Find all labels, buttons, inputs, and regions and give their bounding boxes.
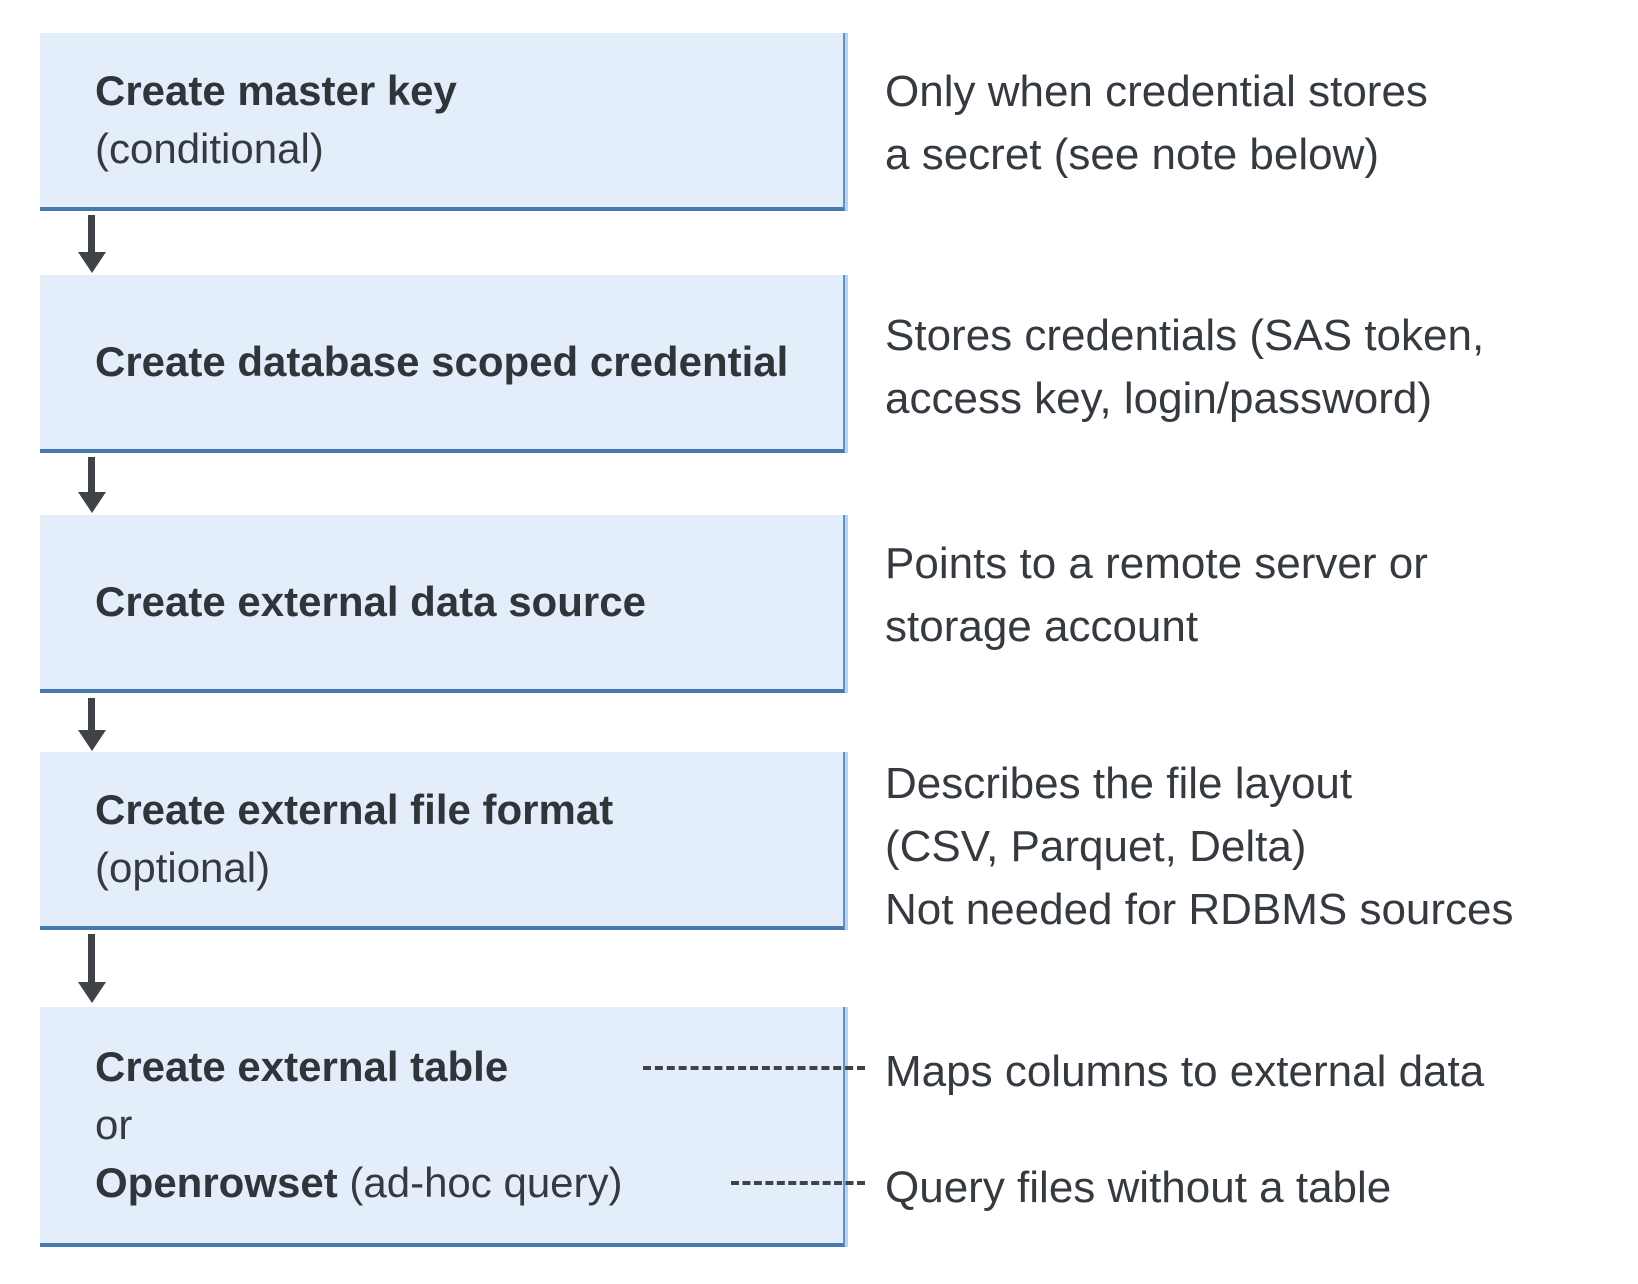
- note-create-master-key: Only when credential stores a secret (se…: [885, 60, 1605, 186]
- step-line-openrowset: Openrowset (ad-hoc query): [95, 1154, 813, 1212]
- step-line-or: or: [95, 1101, 133, 1148]
- step-line-create-external-table: Create external table: [95, 1038, 813, 1096]
- step-subtitle: (optional): [95, 844, 271, 891]
- flow-arrow-shaft: [88, 698, 95, 730]
- note-line: Stores credentials (SAS token,: [885, 311, 1485, 360]
- note-line: access key, login/password): [885, 374, 1432, 423]
- dashed-connector-openrowset: [731, 1181, 865, 1185]
- flow-arrow-down-icon: [78, 252, 106, 273]
- note-line: Describes the file layout: [885, 759, 1353, 808]
- flow-arrow-down-icon: [78, 730, 106, 751]
- step-title: Openrowset: [95, 1159, 338, 1206]
- note-line: (CSV, Parquet, Delta): [885, 822, 1307, 871]
- note-openrowset: Query files without a table: [885, 1156, 1605, 1219]
- step-title: Create external table: [95, 1043, 509, 1090]
- step-subtitle: (ad-hoc query): [337, 1159, 623, 1206]
- note-line: Only when credential stores: [885, 67, 1428, 116]
- flow-arrow-down-icon: [78, 982, 106, 1003]
- note-create-database-scoped-credential: Stores credentials (SAS token, access ke…: [885, 304, 1605, 430]
- note-create-external-data-source: Points to a remote server or storage acc…: [885, 532, 1605, 658]
- step-title: Create master key: [95, 67, 457, 114]
- step-box-create-external-file-format: Create external file format (optional): [40, 752, 845, 930]
- step-title: Create database scoped credential: [95, 338, 789, 385]
- flow-arrow-shaft: [88, 215, 95, 252]
- note-line: Query files without a table: [885, 1163, 1392, 1212]
- dashed-connector-table: [643, 1066, 865, 1070]
- step-subtitle: (conditional): [95, 125, 324, 172]
- step-title: Create external data source: [95, 578, 646, 625]
- note-line: Maps columns to external data: [885, 1047, 1485, 1096]
- step-box-create-database-scoped-credential: Create database scoped credential: [40, 275, 845, 453]
- note-line: storage account: [885, 602, 1199, 651]
- step-box-create-master-key: Create master key (conditional): [40, 33, 845, 211]
- note-create-external-file-format: Describes the file layout (CSV, Parquet,…: [885, 752, 1605, 941]
- note-line: Not needed for RDBMS sources: [885, 885, 1514, 934]
- flow-arrow-down-icon: [78, 492, 106, 513]
- step-box-create-external-data-source: Create external data source: [40, 515, 845, 693]
- step-title: Create external file format: [95, 786, 614, 833]
- note-line: Points to a remote server or: [885, 539, 1428, 588]
- step-box-create-external-table-or-openrowset: Create external table or Openrowset (ad-…: [40, 1007, 845, 1247]
- flow-arrow-shaft: [88, 934, 95, 982]
- note-line: a secret (see note below): [885, 130, 1380, 179]
- flow-arrow-shaft: [88, 457, 95, 492]
- note-create-external-table: Maps columns to external data: [885, 1040, 1605, 1103]
